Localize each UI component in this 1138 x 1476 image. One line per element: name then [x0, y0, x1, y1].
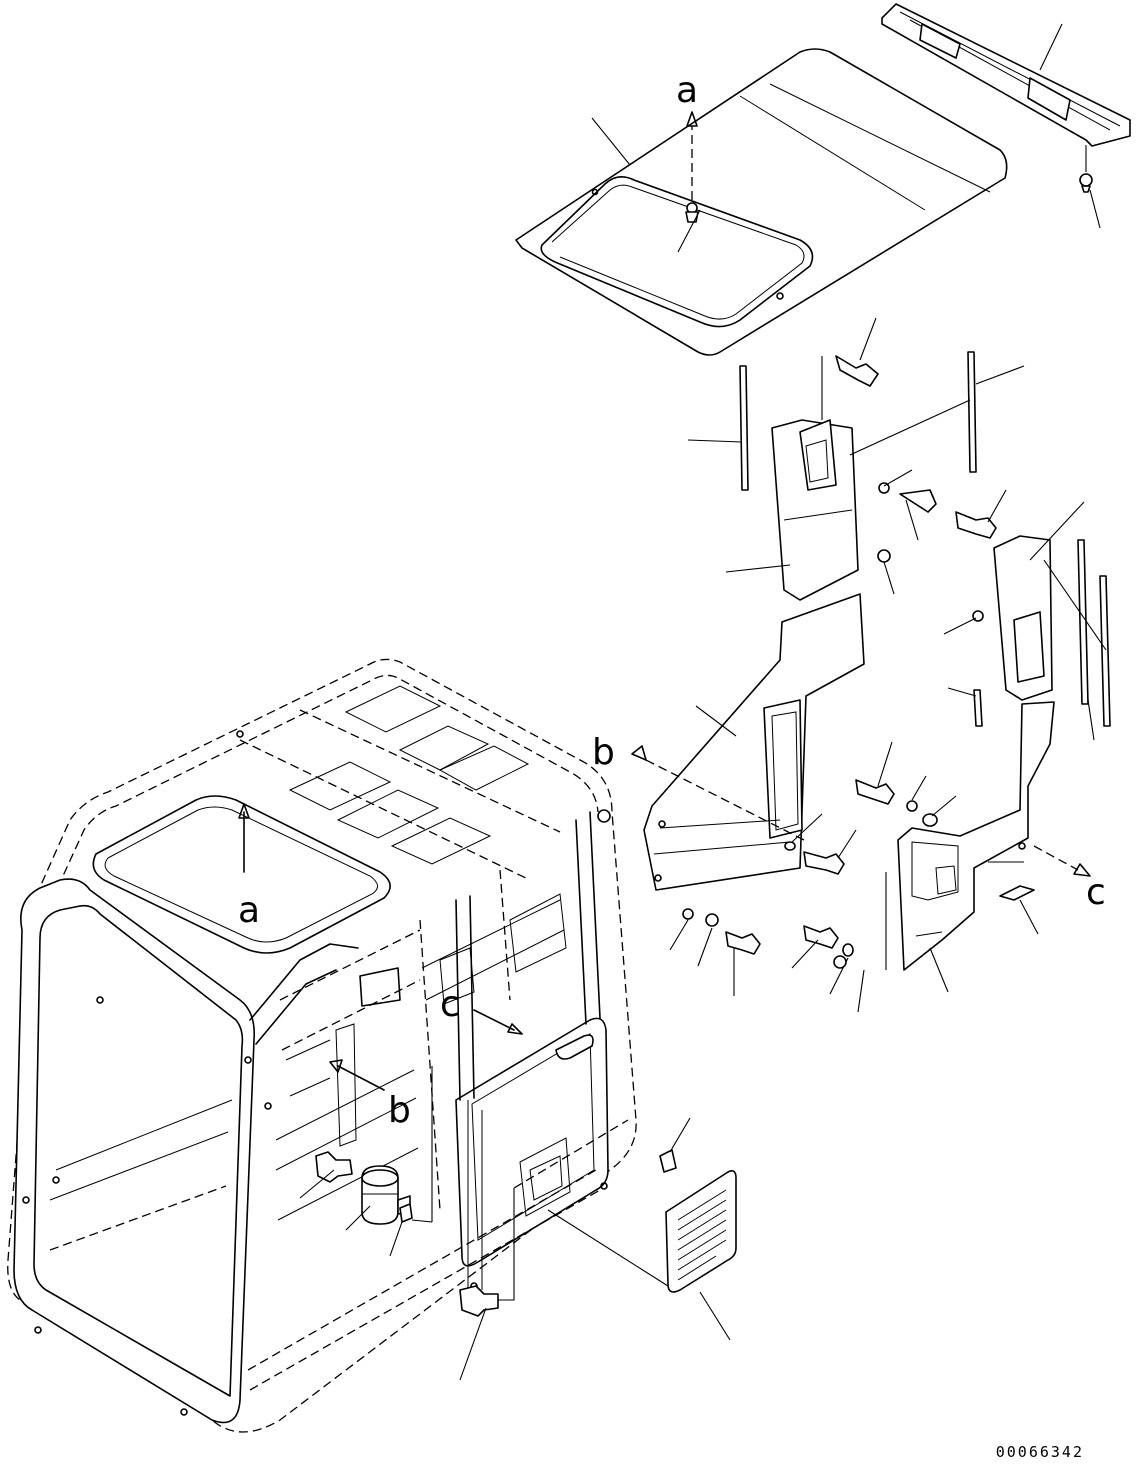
- clip-fastener-right: [972, 610, 984, 727]
- pillar-trim-left-upper: [771, 419, 859, 601]
- view-arrow-a-cab: [238, 803, 250, 873]
- clip-grille: [659, 1149, 677, 1173]
- bolt-c1: [855, 779, 895, 805]
- view-label-c-cab: c: [440, 984, 460, 1025]
- roof-trim-panel: [515, 48, 1008, 356]
- view-arrow-c-cab: [473, 1009, 523, 1035]
- side-trim-left: [643, 593, 865, 891]
- rear-header-trim: [881, 3, 1131, 147]
- vent-grille: [665, 1170, 737, 1293]
- cup-holder-bracket: [399, 1203, 413, 1223]
- pillar-trim-right-upper: [993, 535, 1053, 701]
- bolt-b2: [725, 931, 761, 955]
- washer-c1: [906, 800, 918, 812]
- washer-c2: [922, 813, 938, 827]
- view-arrow-c-side: [1033, 845, 1091, 877]
- view-arrow-b-cab: [329, 1059, 385, 1091]
- bolt-c2: [803, 925, 839, 949]
- view-arrow-b-side: [631, 745, 805, 841]
- bolt-cab-1: [315, 1151, 353, 1183]
- clip-fastener-left: [877, 482, 937, 563]
- weather-strip-right-lower-a: [1077, 539, 1089, 705]
- washer-c4: [833, 955, 847, 969]
- view-label-a-cab: a: [238, 890, 260, 931]
- clip-fastener-header: [1079, 173, 1093, 193]
- cab-frame: [7, 658, 637, 1433]
- weather-strip-right-lower-b: [1099, 575, 1111, 727]
- side-trim-right: [897, 701, 1055, 971]
- bolt-b1: [803, 851, 845, 875]
- door-bolt: [459, 1285, 499, 1317]
- weather-strip-left: [739, 365, 749, 491]
- view-label-c-side: c: [1086, 872, 1106, 913]
- washer-c3: [842, 943, 854, 957]
- view-label-b-cab: b: [388, 1090, 411, 1131]
- washer-b1: [784, 841, 796, 851]
- bolt-left-upper: [835, 355, 879, 387]
- weather-strip-right: [967, 351, 977, 473]
- bolt-right-upper: [955, 511, 997, 539]
- view-label-b-side: b: [592, 732, 615, 773]
- view-arrow-a-top: [686, 111, 698, 200]
- view-label-a-top: a: [676, 70, 698, 111]
- washer-b2: [682, 908, 694, 920]
- washer-b3: [705, 913, 719, 927]
- drawing-number: 00066342: [995, 1443, 1084, 1461]
- clip-c: [999, 885, 1035, 901]
